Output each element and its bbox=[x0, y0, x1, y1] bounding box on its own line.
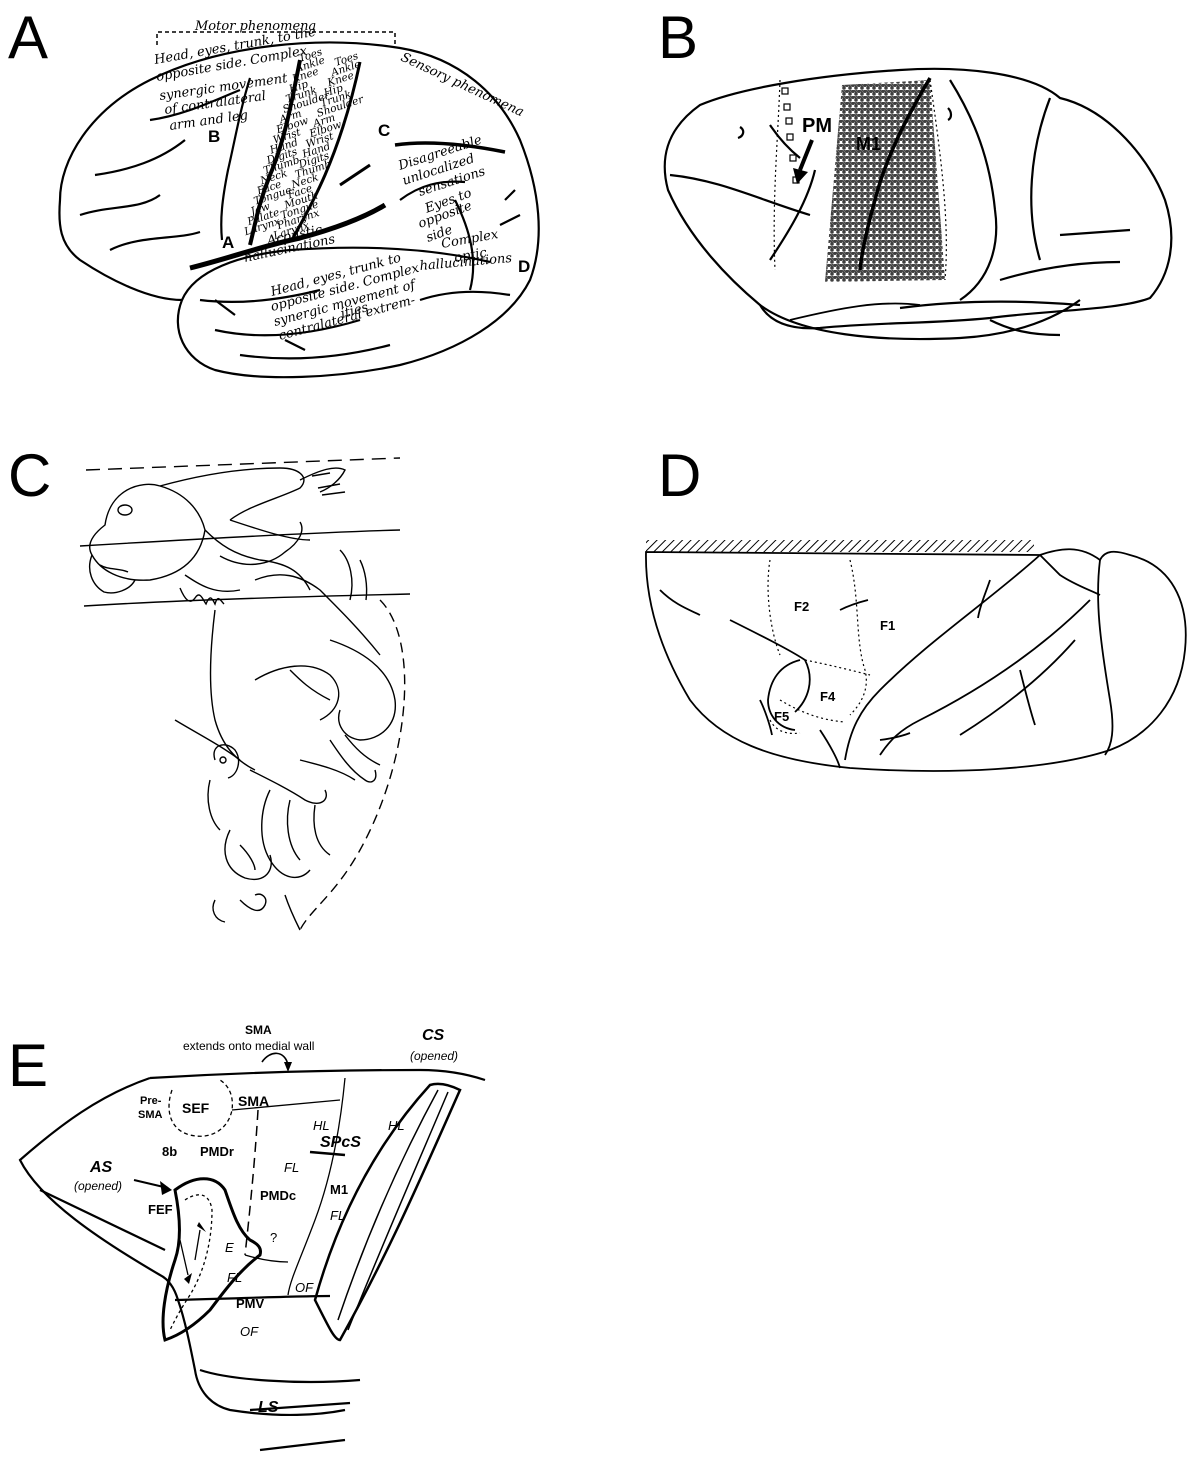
label-sef: SEF bbox=[182, 1100, 210, 1116]
label-pmv: PMV bbox=[236, 1296, 265, 1311]
pm-square-markers bbox=[782, 88, 799, 183]
label-m1-b: M1 bbox=[856, 134, 881, 154]
label-pmdr: PMDr bbox=[200, 1144, 234, 1159]
label-sma-top: SMA bbox=[245, 1023, 272, 1037]
marker-c: C bbox=[378, 121, 390, 140]
arcuate-sulcus-opened bbox=[163, 1179, 260, 1340]
label-fl-2: FL bbox=[330, 1208, 345, 1223]
marker-b: B bbox=[208, 127, 220, 146]
label-f4: F4 bbox=[820, 689, 836, 704]
label-question: ? bbox=[270, 1230, 277, 1245]
label-pre-sma-2: SMA bbox=[138, 1109, 163, 1121]
label-ls: LS bbox=[258, 1399, 279, 1416]
monkey-body bbox=[210, 610, 255, 770]
label-as: AS bbox=[89, 1159, 113, 1176]
label-of-2: OF bbox=[240, 1324, 259, 1339]
label-pre-sma-1: Pre- bbox=[140, 1095, 162, 1107]
label-8b: 8b bbox=[162, 1144, 177, 1159]
label-m1-e: M1 bbox=[330, 1182, 348, 1197]
panel-d-monkey-brain-areas bbox=[646, 540, 1186, 771]
midline-hatch bbox=[646, 540, 1034, 552]
panel-e-schematic bbox=[20, 1053, 485, 1450]
monkey-head bbox=[90, 484, 205, 580]
label-sensory-phenomena: Sensory phenomena bbox=[398, 50, 526, 120]
panel-b-monkey-brain bbox=[665, 69, 1172, 339]
label-sma-note: extends onto medial wall bbox=[183, 1039, 314, 1053]
label-pm: PM bbox=[802, 115, 832, 137]
monkey-trunk bbox=[160, 468, 304, 520]
label-f1: F1 bbox=[880, 618, 895, 633]
label-cs: CS bbox=[422, 1027, 445, 1044]
brain-d-outline bbox=[646, 549, 1186, 771]
label-e: E bbox=[225, 1240, 234, 1255]
label-fef: FEF bbox=[148, 1202, 173, 1217]
panel-c-simiusculus bbox=[80, 458, 410, 930]
pm-arrow bbox=[800, 140, 812, 170]
label-pmdc: PMDc bbox=[260, 1188, 296, 1203]
label-cs-note: (opened) bbox=[410, 1049, 458, 1063]
label-as-note: (opened) bbox=[74, 1179, 122, 1193]
pm-arrowhead bbox=[793, 168, 808, 184]
m1-stipple-band bbox=[825, 80, 945, 282]
panel-d-labels: F2 F1 F4 F5 bbox=[774, 599, 895, 724]
top-border bbox=[150, 1070, 485, 1080]
label-hl-1: HL bbox=[313, 1118, 330, 1133]
label-sma: SMA bbox=[238, 1093, 269, 1109]
label-fl-3: FL bbox=[227, 1270, 242, 1285]
label-f2: F2 bbox=[794, 599, 809, 614]
marker-a: A bbox=[222, 233, 234, 252]
label-f5: F5 bbox=[774, 709, 789, 724]
label-of-1: OF bbox=[295, 1280, 314, 1295]
label-optic-3: hallucinations bbox=[419, 251, 513, 274]
label-hl-2: HL bbox=[388, 1118, 405, 1133]
label-spcs: SPcS bbox=[320, 1134, 361, 1151]
label-fl-1: FL bbox=[284, 1160, 299, 1175]
marker-d: D bbox=[518, 257, 530, 276]
